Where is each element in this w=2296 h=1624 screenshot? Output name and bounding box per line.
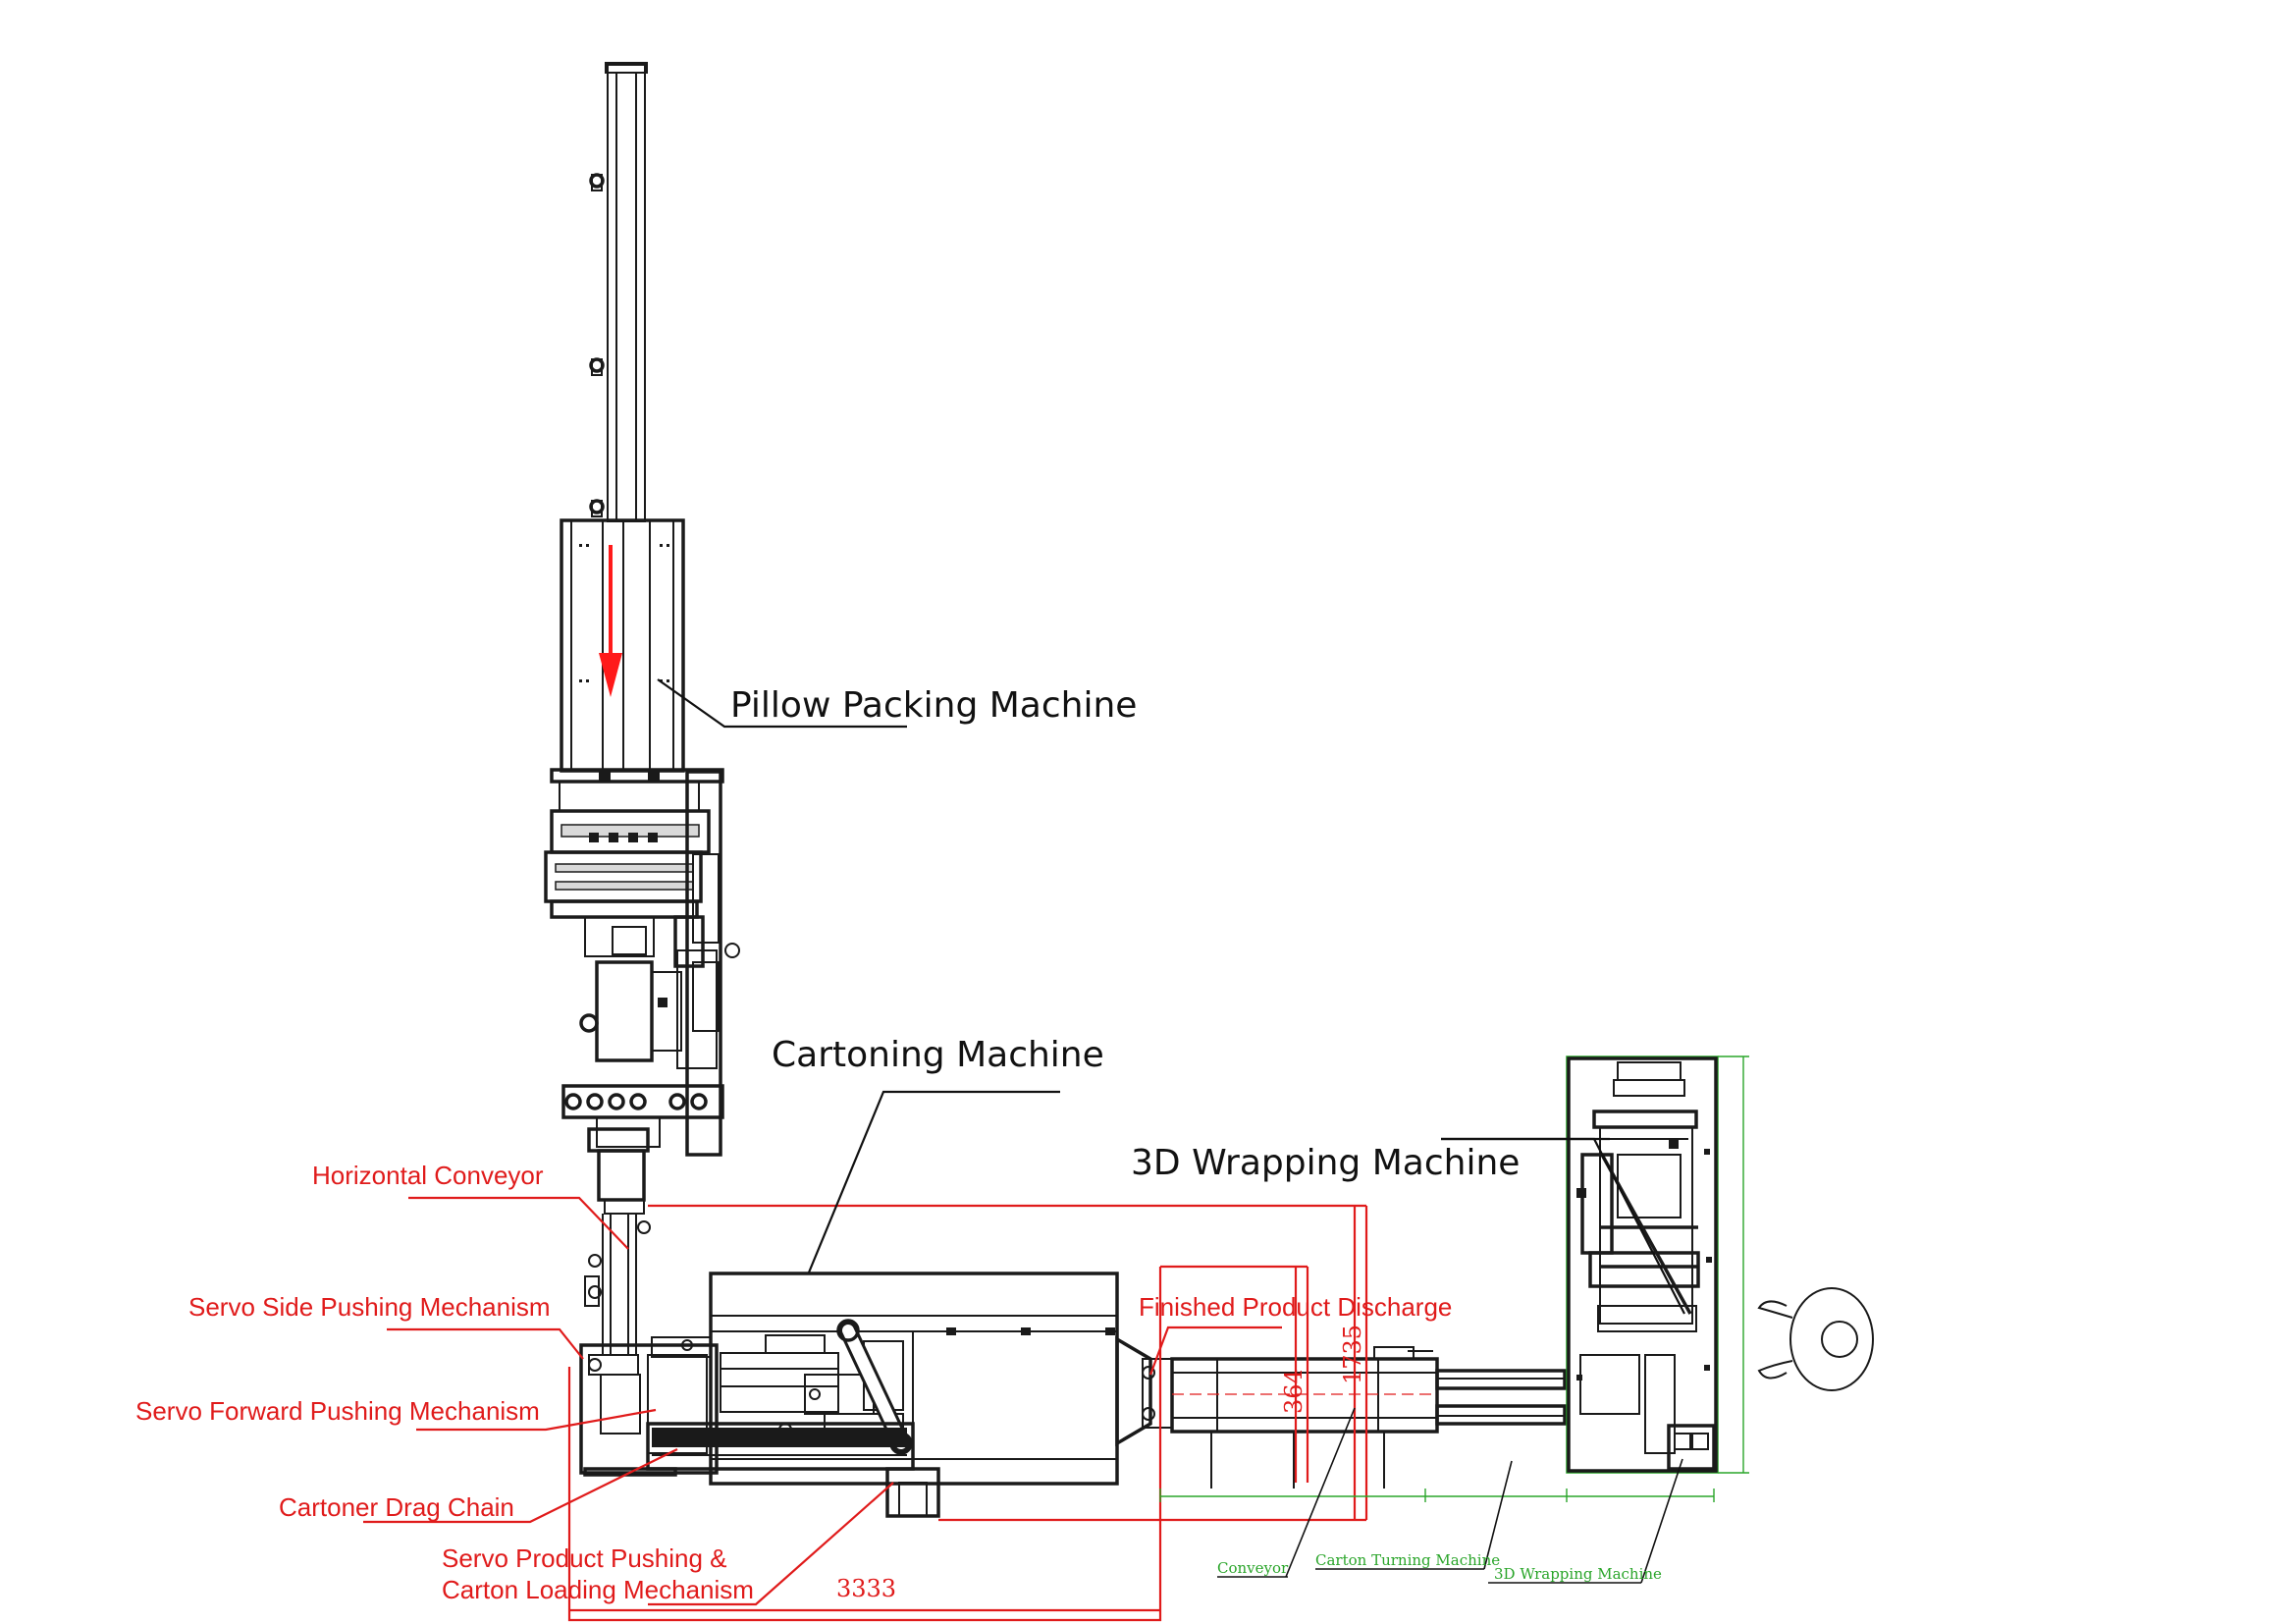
label-cartoning-machine: Cartoning Machine [772, 1035, 1104, 1075]
label-servo-product-pushing-1: Servo Product Pushing & [442, 1543, 727, 1573]
dimension-length: 3333 [836, 1575, 896, 1602]
mechanism-labels: Horizontal Conveyor Servo Side Pushing M… [135, 1161, 1452, 1606]
label-servo-side-pushing: Servo Side Pushing Mechanism [188, 1292, 551, 1322]
section-labels: Conveyor Carton Turning Machine 3D Wrapp… [1217, 1407, 1683, 1584]
dimension-1735: 1735 [1339, 1325, 1366, 1384]
horizontal-conveyor [584, 1214, 651, 1355]
label-conveyor: Conveyor [1217, 1559, 1289, 1577]
label-cartoner-drag-chain: Cartoner Drag Chain [279, 1492, 514, 1522]
discharge-conveyor [1142, 1346, 1567, 1489]
green-dimensions [1159, 1056, 1749, 1502]
rail-bracket [589, 173, 605, 517]
machine-labels: Pillow Packing Machine Cartoning Machine… [657, 678, 1685, 1315]
label-servo-product-pushing-2: Carton Loading Mechanism [442, 1575, 754, 1604]
dimension-364: 364 [1280, 1369, 1308, 1414]
label-horizontal-conveyor: Horizontal Conveyor [312, 1161, 544, 1190]
drag-chain [646, 1422, 915, 1471]
label-carton-turning-machine: Carton Turning Machine [1315, 1551, 1500, 1569]
label-finished-product-discharge: Finished Product Discharge [1139, 1292, 1452, 1322]
label-3d-wrapping-small: 3D Wrapping Machine [1494, 1565, 1662, 1583]
label-pillow-packing-machine: Pillow Packing Machine [730, 685, 1137, 726]
label-3d-wrapping-machine: 3D Wrapping Machine [1131, 1143, 1520, 1183]
film-rail [607, 64, 646, 522]
pillow-packing-machine [544, 62, 740, 1215]
label-servo-forward-pushing: Servo Forward Pushing Mechanism [135, 1396, 540, 1426]
wrapping-3d-machine [1566, 1056, 1719, 1474]
cartoning-machine [579, 1272, 1152, 1518]
operator-icon [1757, 1287, 1874, 1391]
flow-arrow-down [599, 545, 622, 697]
red-dimensions: 3333 364 1735 [567, 1204, 1368, 1622]
